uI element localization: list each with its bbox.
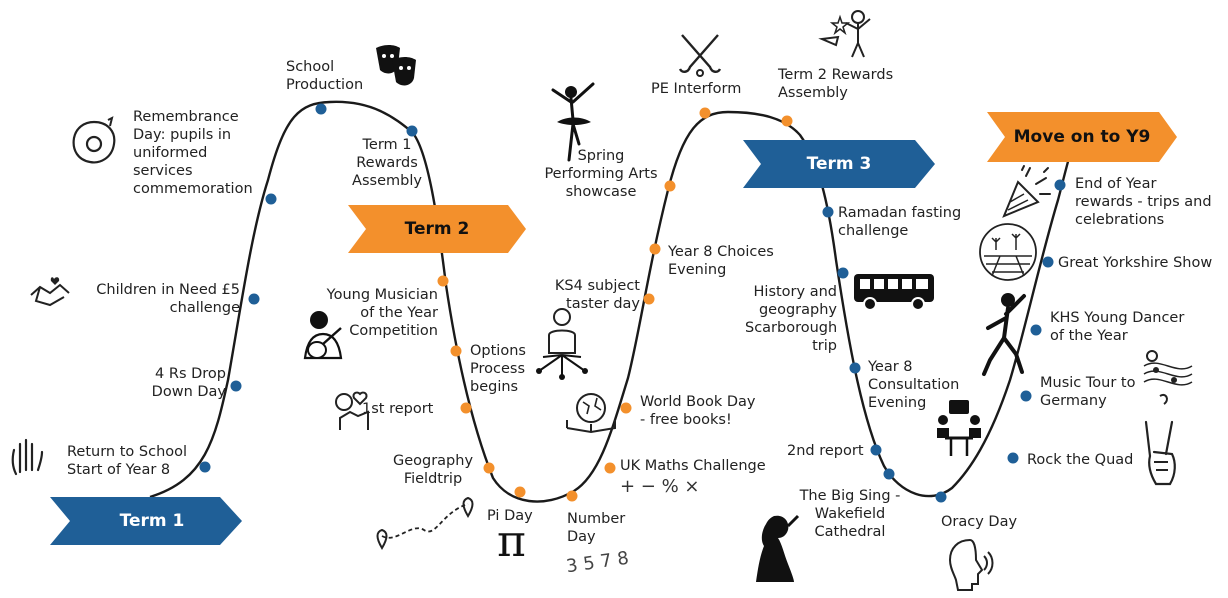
dot-history-geography bbox=[837, 267, 849, 279]
singer-silhouette-icon bbox=[756, 514, 800, 582]
dot-children-in-need bbox=[248, 293, 260, 305]
term1-banner: Term 1 bbox=[50, 497, 242, 545]
party-popper-icon bbox=[1002, 165, 1051, 218]
dot-return-to-school bbox=[199, 461, 211, 473]
move-on-label: Move on to Y9 bbox=[1013, 127, 1151, 147]
bus-icon bbox=[854, 274, 934, 311]
dot-music-tour bbox=[1020, 390, 1032, 402]
road-line bbox=[149, 100, 1078, 503]
dot-school-production bbox=[315, 103, 327, 115]
dot-spring-showcase bbox=[664, 180, 676, 192]
term3-banner: Term 3 bbox=[743, 140, 935, 188]
dot-uk-maths bbox=[604, 462, 616, 474]
term2-banner: Term 2 bbox=[348, 205, 526, 253]
handshake-heart-icon bbox=[30, 277, 70, 307]
network-people-icon bbox=[536, 308, 588, 380]
music-notes-icon bbox=[1143, 350, 1193, 405]
route-pins-icon bbox=[376, 496, 474, 550]
dot-ks4-taster bbox=[643, 293, 655, 305]
maths-symbols-icon: + − % × bbox=[620, 476, 700, 497]
dot-1st-report bbox=[460, 402, 472, 414]
event-1st-report: 1st report bbox=[362, 401, 434, 417]
dot-pe-interform bbox=[699, 107, 711, 119]
dot-young-musician bbox=[437, 275, 449, 287]
dot-pi-day bbox=[514, 486, 526, 498]
dot-number-day bbox=[566, 490, 578, 502]
field-landscape-icon bbox=[979, 223, 1037, 281]
dot-consultation bbox=[849, 362, 861, 374]
dot-rock-the-quad bbox=[1007, 452, 1019, 464]
move-on-banner: Move on to Y9 bbox=[987, 112, 1177, 162]
dancer-icon bbox=[982, 293, 1026, 376]
theatre-masks-icon bbox=[376, 45, 416, 86]
poppy-icon bbox=[72, 116, 116, 164]
event-2nd-report: 2nd report bbox=[787, 443, 864, 459]
dot-yorkshire-show bbox=[1042, 256, 1054, 268]
term1-label: Term 1 bbox=[119, 511, 185, 531]
term3-label: Term 3 bbox=[806, 154, 872, 174]
dot-choices-evening bbox=[649, 243, 661, 255]
celebration-person-icon bbox=[818, 10, 871, 58]
dot-world-book-day bbox=[620, 402, 632, 414]
dot-4rs-drop-down bbox=[230, 380, 242, 392]
event-world-book-day: World Book Day- free books! bbox=[640, 394, 756, 428]
feedback-hand-icon bbox=[335, 391, 369, 430]
event-pe-interform: PE Interform bbox=[651, 81, 742, 97]
dot-term2-rewards bbox=[781, 115, 793, 127]
rock-hand-icon bbox=[1144, 420, 1176, 486]
hockey-sticks-icon bbox=[678, 34, 722, 77]
dot-2nd-report bbox=[870, 444, 882, 456]
dot-options-process bbox=[450, 345, 462, 357]
waving-hand-icon bbox=[11, 438, 44, 476]
pi-symbol-icon: π bbox=[497, 516, 526, 567]
dot-end-of-year bbox=[1054, 179, 1066, 191]
event-rock-the-quad: Rock the Quad bbox=[1027, 452, 1134, 468]
dot-geography-fieldtrip bbox=[483, 462, 495, 474]
meeting-table-icon bbox=[937, 400, 981, 456]
event-oracy-day: Oracy Day bbox=[941, 514, 1018, 530]
event-great-yorkshire-show: Great Yorkshire Show bbox=[1058, 255, 1213, 271]
ballerina-icon bbox=[551, 82, 595, 162]
event-pi-day: Pi Day bbox=[487, 508, 533, 524]
event-uk-maths-challenge: UK Maths Challenge bbox=[620, 458, 766, 474]
dot-young-dancer bbox=[1030, 324, 1042, 336]
dot-big-sing bbox=[883, 468, 895, 480]
dot-remembrance bbox=[265, 193, 277, 205]
term2-label: Term 2 bbox=[404, 219, 470, 239]
globe-book-icon bbox=[566, 393, 616, 434]
musician-guitar-icon bbox=[303, 311, 343, 360]
speaking-head-icon bbox=[948, 538, 994, 591]
dot-oracy-day bbox=[935, 491, 947, 503]
dot-ramadan bbox=[822, 206, 834, 218]
dot-term1-rewards bbox=[406, 125, 418, 137]
